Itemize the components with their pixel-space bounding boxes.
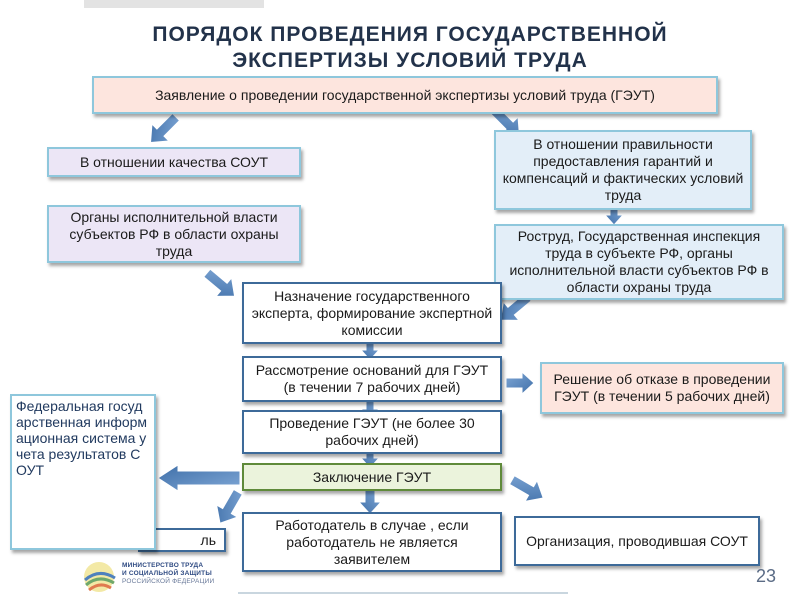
ministry-line-1: МИНИСТЕРСТВО ТРУДА [122, 562, 204, 569]
organization-box: Организация, проводившая СОУТ [514, 516, 760, 566]
rostrud-text: Роструд, Государственная инспекция труда… [509, 228, 769, 295]
arrow-conclusion-to-left-box [215, 488, 244, 524]
application-box: Заявление о проведении государственной э… [92, 76, 718, 114]
arrow-conclusion-to-organization [508, 474, 544, 503]
arrow-to-quality [150, 112, 181, 143]
refusal-text: Решение об отказе в проведении ГЭУТ (в т… [553, 371, 771, 404]
arrow-conclusion-to-employer [357, 489, 383, 515]
arrow-conclusion-to-federal [157, 464, 241, 492]
appointment-box: Назначение государственного эксперта, фо… [242, 282, 502, 344]
arrow-regional-to-appointment [203, 268, 236, 297]
employer-text: Работодатель в случае , если работодател… [275, 516, 469, 567]
title-line-1: ПОРЯДОК ПРОВЕДЕНИЯ ГОСУДАРСТВЕННОЙ [152, 23, 668, 46]
conduct-text: Проведение ГЭУТ (не более 30 рабочих дне… [269, 415, 475, 448]
refusal-box: Решение об отказе в проведении ГЭУТ (в т… [540, 362, 784, 414]
left-partial-text: ль [200, 531, 216, 548]
ministry-name: МИНИСТЕРСТВО ТРУДА И СОЦИАЛЬНОЙ ЗАЩИТЫ Р… [122, 562, 214, 586]
guarantees-text: В отношении правильности предоставления … [502, 136, 744, 203]
page-title: ПОРЯДОК ПРОВЕДЕНИЯ ГОСУДАРСТВЕННОЙ ЭКСПЕ… [90, 22, 730, 74]
page-number: 23 [756, 566, 777, 586]
regional-authorities-text: Органы исполнительной власти субъектов Р… [69, 208, 279, 259]
federal-system-text: Федеральная государственная информационн… [16, 398, 148, 478]
application-text: Заявление о проведении государственной э… [155, 86, 655, 103]
conduct-box: Проведение ГЭУТ (не более 30 рабочих дне… [242, 410, 502, 454]
review-text: Рассмотрение оснований для ГЭУТ (в течен… [255, 362, 489, 395]
review-box: Рассмотрение оснований для ГЭУТ (в течен… [242, 356, 502, 402]
bottom-divider [238, 592, 568, 594]
rostrud-box: Роструд, Государственная инспекция труда… [494, 224, 784, 300]
top-decor-bar [84, 0, 264, 8]
ministry-logo-icon [84, 562, 116, 592]
quality-sout-box: В отношении качества СОУТ [47, 147, 301, 177]
conclusion-text: Заключение ГЭУТ [312, 468, 432, 485]
quality-sout-text: В отношении качества СОУТ [79, 153, 269, 170]
guarantees-box: В отношении правильности предоставления … [494, 130, 752, 210]
ministry-line-2: И СОЦИАЛЬНОЙ ЗАЩИТЫ [122, 570, 212, 577]
conclusion-box: Заключение ГЭУТ [242, 463, 502, 491]
regional-authorities-box: Органы исполнительной власти субъектов Р… [47, 205, 301, 263]
appointment-text: Назначение государственного эксперта, фо… [251, 287, 493, 338]
federal-system-box: Федеральная государственная информационн… [10, 394, 156, 550]
organization-text: Организация, проводившая СОУТ [526, 532, 748, 549]
arrow-review-to-refusal [505, 370, 535, 396]
ministry-line-3: РОССИЙСКОЙ ФЕДЕРАЦИИ [122, 578, 215, 585]
title-line-2: ЭКСПЕРТИЗЫ УСЛОВИЙ ТРУДА [232, 49, 588, 72]
employer-box: Работодатель в случае , если работодател… [242, 512, 502, 572]
